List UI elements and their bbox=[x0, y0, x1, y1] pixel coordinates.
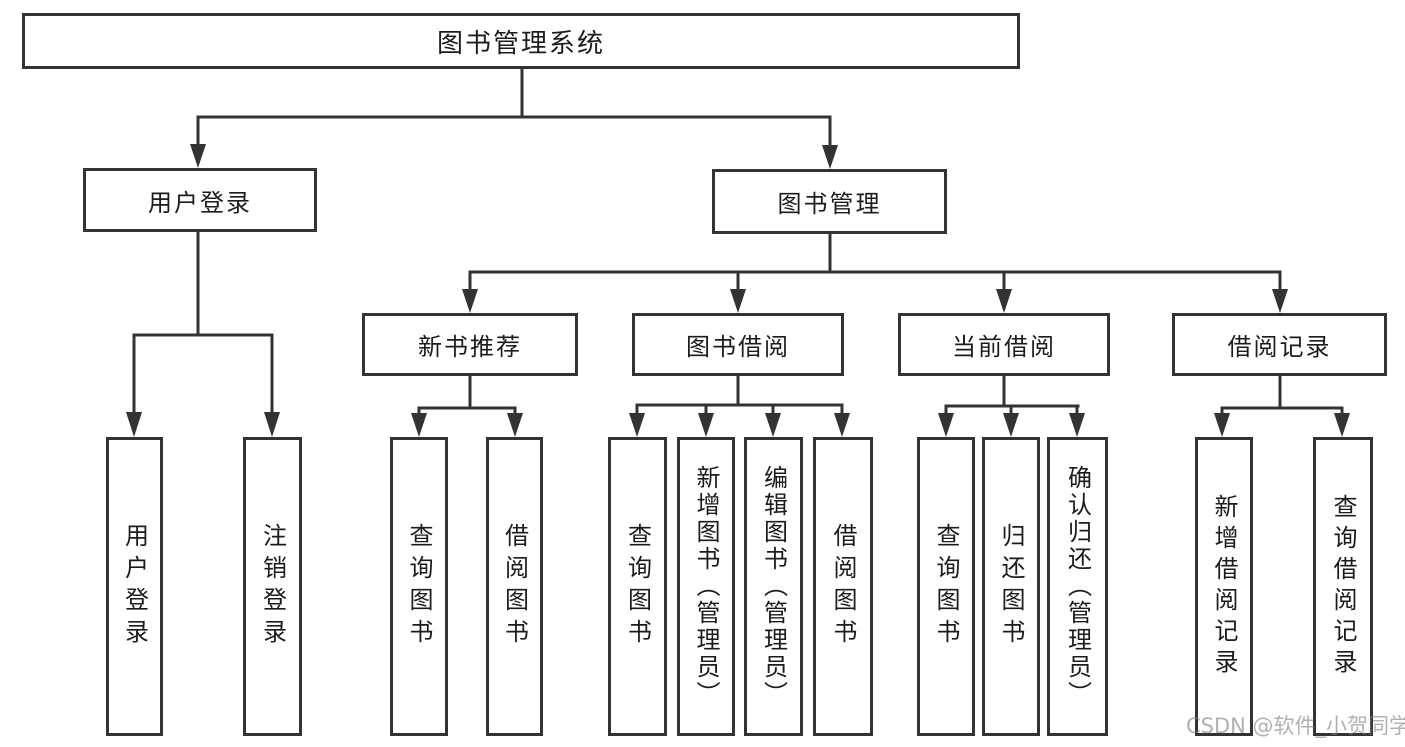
leaf-user-login-label: 用户登录 bbox=[120, 522, 149, 651]
arrowhead-borrow bbox=[730, 289, 746, 313]
leaf-current-query-books-label: 查询图书 bbox=[932, 522, 960, 651]
leaf-logout-label: 注销登录 bbox=[258, 522, 287, 651]
leaf-add-books-admin: 新增图书（管理员） bbox=[677, 437, 735, 736]
leaf-borrowing-query-books: 查询图书 bbox=[608, 437, 667, 736]
arrowhead-user-login bbox=[126, 412, 142, 437]
node-root-label: 图书管理系统 bbox=[436, 28, 605, 59]
node-borrowing-records: 借阅记录 bbox=[1172, 313, 1387, 376]
arrowhead-current bbox=[996, 289, 1012, 313]
leaf-add-borrow-record: 新增借阅记录 bbox=[1195, 437, 1253, 736]
arrowhead-c4 bbox=[834, 413, 850, 437]
node-current-borrowing-label: 当前借阅 bbox=[952, 333, 1056, 361]
arrowhead-user bbox=[190, 144, 206, 168]
leaf-borrowing-borrow-books: 借阅图书 bbox=[813, 437, 873, 736]
leaf-edit-books-admin-label: 编辑图书（管理员） bbox=[759, 465, 788, 708]
leaf-confirm-return-admin-label: 确认归还（管理员） bbox=[1063, 465, 1092, 708]
arrowhead-e2 bbox=[1334, 413, 1350, 437]
node-root-system: 图书管理系统 bbox=[22, 13, 1020, 69]
node-current-borrowing: 当前借阅 bbox=[898, 313, 1110, 376]
leaf-add-borrow-record-label: 新增借阅记录 bbox=[1210, 493, 1238, 680]
arrowhead-b2 bbox=[507, 413, 523, 437]
arrowhead-d3 bbox=[1069, 413, 1085, 437]
leaf-edit-books-admin: 编辑图书（管理员） bbox=[744, 437, 803, 736]
leaf-borrowing-borrow-books-label: 借阅图书 bbox=[829, 522, 857, 651]
arrowhead-recommend bbox=[462, 289, 478, 313]
leaf-return-books-label: 归还图书 bbox=[997, 522, 1025, 651]
leaf-return-books: 归还图书 bbox=[982, 437, 1040, 736]
leaf-logout: 注销登录 bbox=[243, 437, 302, 736]
leaf-query-borrow-record-label: 查询借阅记录 bbox=[1329, 493, 1357, 680]
leaf-recommend-query-books: 查询图书 bbox=[390, 437, 448, 736]
leaf-recommend-query-books-label: 查询图书 bbox=[405, 522, 433, 651]
leaf-recommend-borrow-books: 借阅图书 bbox=[486, 437, 543, 736]
leaf-query-borrow-record: 查询借阅记录 bbox=[1313, 437, 1373, 736]
node-book-management-branch: 图书管理 bbox=[712, 169, 947, 234]
leaf-recommend-borrow-books-label: 借阅图书 bbox=[500, 522, 529, 651]
node-user-login-branch: 用户登录 bbox=[83, 168, 317, 232]
leaf-current-query-books: 查询图书 bbox=[917, 437, 975, 736]
arrowhead-user-logout bbox=[264, 412, 280, 437]
node-book-borrowing: 图书借阅 bbox=[632, 313, 844, 376]
node-borrowing-records-label: 借阅记录 bbox=[1227, 333, 1332, 361]
node-book-borrowing-label: 图书借阅 bbox=[686, 333, 790, 361]
node-book-management-branch-label: 图书管理 bbox=[777, 190, 882, 218]
leaf-add-books-admin-label: 新增图书（管理员） bbox=[692, 465, 720, 708]
arrowhead-book bbox=[822, 145, 838, 169]
leaf-confirm-return-admin: 确认归还（管理员） bbox=[1047, 437, 1108, 736]
leaf-borrowing-query-books-label: 查询图书 bbox=[623, 522, 652, 651]
leaf-user-login: 用户登录 bbox=[106, 437, 163, 736]
arrowhead-e1 bbox=[1214, 413, 1230, 437]
arrowhead-records bbox=[1272, 289, 1288, 313]
arrowhead-c2 bbox=[698, 413, 714, 437]
arrowhead-c3 bbox=[765, 413, 781, 437]
arrowhead-b1 bbox=[411, 413, 427, 437]
node-new-book-recommend: 新书推荐 bbox=[362, 313, 578, 376]
node-new-book-recommend-label: 新书推荐 bbox=[418, 333, 522, 361]
arrowhead-d1 bbox=[938, 413, 954, 437]
arrowhead-d2 bbox=[1003, 413, 1019, 437]
arrowhead-c1 bbox=[629, 413, 645, 437]
node-user-login-branch-label: 用户登录 bbox=[148, 188, 252, 217]
csdn-watermark: CSDN @软件_小贺同学 bbox=[1186, 714, 1405, 738]
